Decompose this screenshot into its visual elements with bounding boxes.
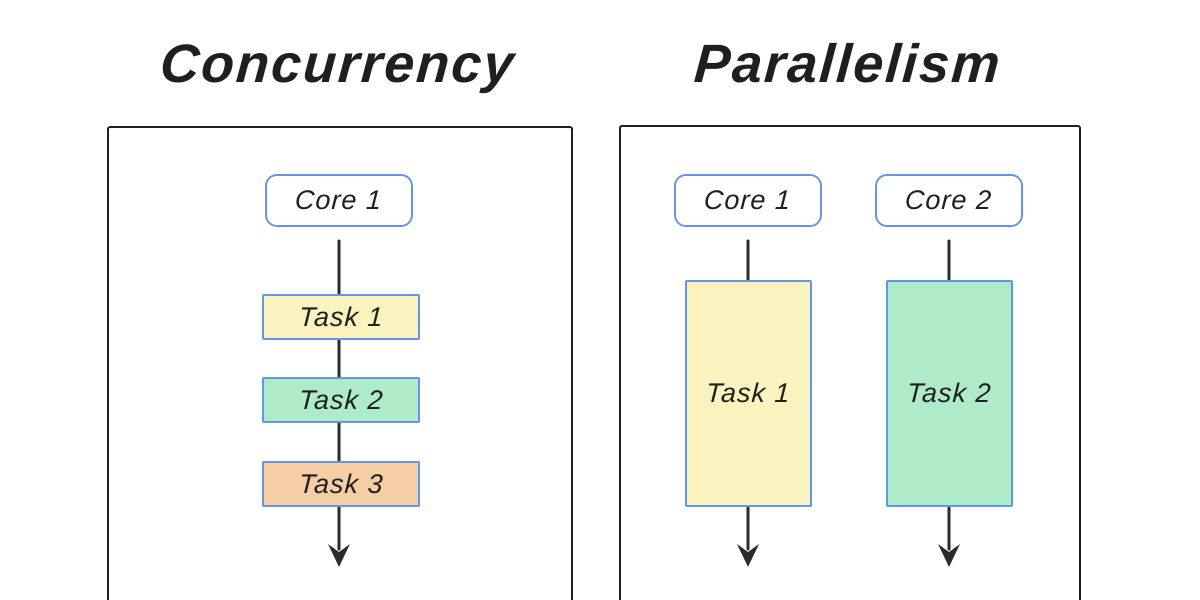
concurrency-task-2-box: Task 2 [262, 377, 420, 423]
concurrency-title: Concurrency [158, 34, 518, 94]
concurrency-core-label: Core 1 [294, 185, 384, 215]
parallelism-core-1-box: Core 1 [674, 174, 822, 227]
parallelism-task-2-box: Task 2 [886, 280, 1013, 507]
concurrency-task-1-box: Task 1 [262, 294, 420, 340]
concurrency-panel [107, 126, 573, 600]
parallelism-panel [619, 125, 1081, 600]
parallelism-core-1-label: Core 1 [703, 185, 793, 215]
concurrency-task-2-label: Task 2 [297, 384, 385, 415]
concurrency-task-3-box: Task 3 [262, 461, 420, 507]
concurrency-core-box: Core 1 [265, 174, 413, 227]
parallelism-core-2-label: Core 2 [904, 185, 994, 215]
concurrency-task-3-label: Task 3 [297, 468, 385, 499]
parallelism-title: Parallelism [692, 34, 1004, 94]
parallelism-task-1-label: Task 1 [705, 378, 792, 408]
parallelism-core-2-box: Core 2 [875, 174, 1023, 227]
parallelism-task-2-label: Task 2 [906, 378, 993, 408]
concurrency-task-1-label: Task 1 [297, 301, 385, 332]
parallelism-task-1-box: Task 1 [685, 280, 812, 507]
